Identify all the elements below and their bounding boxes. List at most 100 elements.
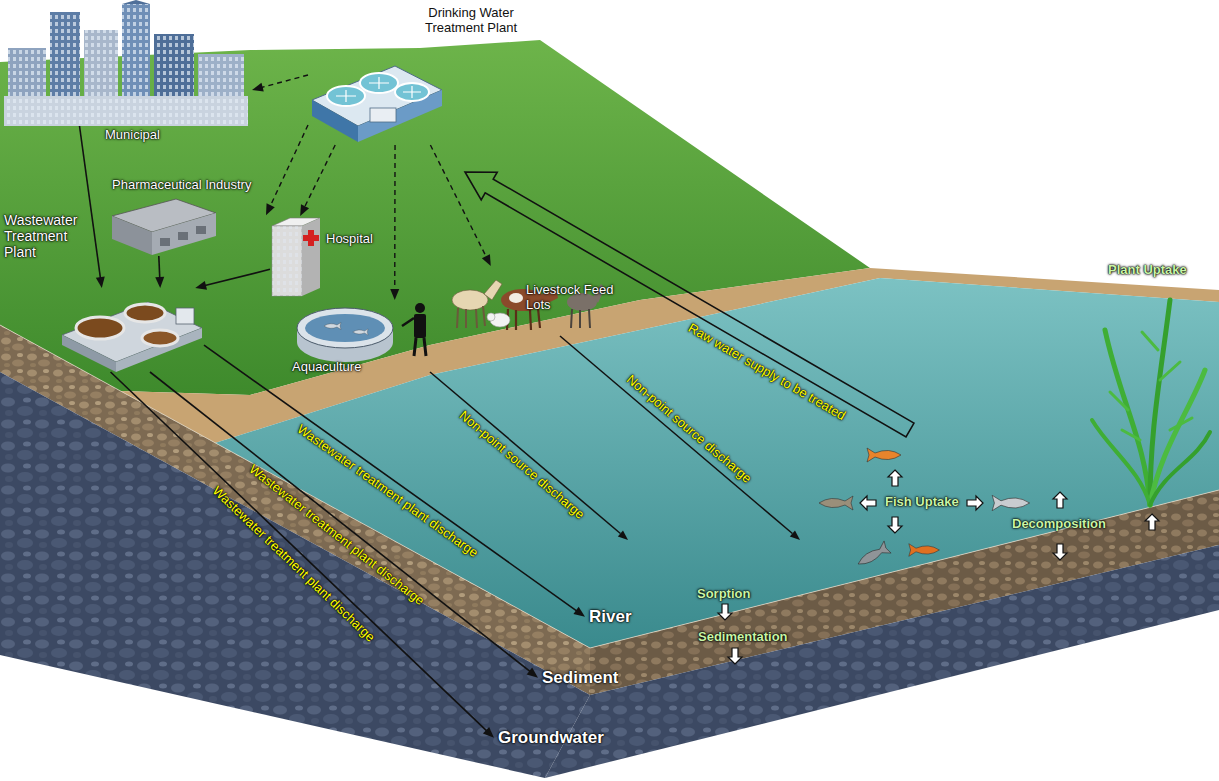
connector-line bbox=[304, 145, 335, 208]
flow-label: Raw water supply to be treated bbox=[685, 321, 848, 424]
facility-label: Livestock Feed Lots bbox=[526, 283, 636, 313]
process-label: Plant Uptake bbox=[1108, 263, 1187, 278]
livestock-animals-part bbox=[457, 306, 485, 328]
facility-label: Hospital bbox=[326, 232, 373, 247]
arrowhead bbox=[300, 204, 309, 216]
facility-node: Wastewater Treatment Plant bbox=[58, 288, 204, 372]
supply-connector bbox=[430, 145, 490, 266]
non-point-arrows-part bbox=[618, 530, 628, 540]
city-buildings-part bbox=[4, 96, 248, 126]
wastewater-plant-icon-part bbox=[125, 304, 165, 322]
connector-line bbox=[159, 256, 160, 279]
wastewater-plant-icon-part bbox=[76, 317, 124, 339]
facility-label: Aquaculture bbox=[292, 360, 361, 375]
livestock-animals-part bbox=[484, 280, 502, 300]
aquatic-plant-part bbox=[1105, 330, 1150, 505]
connector-line bbox=[80, 126, 101, 279]
flow-label: Non-point source discharge bbox=[623, 372, 754, 486]
aquatic-plant-part bbox=[1092, 420, 1150, 505]
aquaculture-tank bbox=[297, 303, 426, 362]
edge-label: Wastewater treatment plant discharge bbox=[294, 422, 481, 561]
arrowhead bbox=[573, 607, 585, 617]
process-arrows-part bbox=[718, 604, 732, 620]
arrowhead bbox=[483, 727, 494, 738]
treatment-plant-icon-part bbox=[370, 108, 396, 122]
hospital-building-part bbox=[272, 226, 302, 296]
treatment-plant-icon-part bbox=[336, 77, 421, 102]
facility-label: Drinking Water Treatment Plant bbox=[415, 6, 527, 36]
connector-line bbox=[204, 345, 578, 611]
facility-node: Drinking Water Treatment Plant bbox=[308, 45, 444, 145]
livestock-animals-part bbox=[509, 293, 523, 303]
facility-label: Municipal bbox=[105, 128, 160, 143]
wastewater-plant-icon-part bbox=[116, 328, 202, 372]
wastewater-plant-icon-part bbox=[142, 330, 178, 346]
pharmaceutical-building-part bbox=[178, 232, 188, 240]
fish-group bbox=[819, 448, 1030, 570]
discharge-connector bbox=[195, 269, 270, 289]
connector-line bbox=[261, 75, 308, 88]
arrowhead bbox=[252, 83, 264, 92]
aquatic-plant-part bbox=[1150, 432, 1210, 505]
aquaculture-tank-part bbox=[414, 314, 426, 338]
connector-line bbox=[430, 145, 486, 258]
process-label: Sorption bbox=[697, 587, 750, 602]
facility-label: Pharmaceutical Industry bbox=[112, 178, 251, 193]
wastewater-plant-icon bbox=[62, 302, 202, 372]
process-arrows-part bbox=[1053, 544, 1067, 560]
arrowhead bbox=[527, 667, 538, 677]
aquaculture-tank-part bbox=[305, 314, 385, 342]
layer-label: Groundwater bbox=[498, 728, 604, 748]
terrain bbox=[0, 40, 1219, 778]
aquatic-plant-part bbox=[1150, 370, 1205, 505]
terrain-part bbox=[0, 325, 1219, 648]
connector-line bbox=[204, 269, 270, 286]
pharmaceutical-building-part bbox=[196, 226, 206, 234]
arrowhead bbox=[390, 289, 399, 300]
process-arrows-part bbox=[1145, 514, 1159, 530]
process-label: Fish Uptake bbox=[885, 495, 959, 510]
layer-node: Groundwater bbox=[494, 727, 608, 749]
hospital-building-part bbox=[272, 226, 302, 296]
supply-connector bbox=[300, 145, 335, 216]
fish-group-part bbox=[909, 544, 940, 557]
connector-line bbox=[394, 145, 396, 291]
process-arrows-part bbox=[888, 470, 902, 486]
city-buildings-part bbox=[4, 96, 248, 126]
layer-node: River bbox=[585, 606, 636, 628]
process-label: Decomposition bbox=[1012, 517, 1106, 532]
fish-group-part bbox=[819, 496, 853, 510]
supply-connector bbox=[390, 145, 399, 300]
fish-group-part bbox=[867, 448, 901, 462]
layer-label: River bbox=[589, 607, 632, 627]
facility-node: Livestock Feed Lots bbox=[446, 266, 606, 332]
arrowhead bbox=[266, 203, 275, 215]
facility-node: Pharmaceutical Industry bbox=[106, 176, 266, 256]
pharmaceutical-building-part bbox=[112, 216, 152, 255]
discharge-connector bbox=[111, 372, 494, 738]
city-buildings bbox=[4, 0, 248, 126]
non-point-arrows-part bbox=[430, 372, 620, 534]
connector-line bbox=[111, 372, 488, 732]
terrain-part bbox=[545, 545, 1219, 778]
hospital-building bbox=[272, 218, 320, 296]
discharge-connector bbox=[155, 256, 164, 288]
city-buildings-part bbox=[122, 0, 150, 4]
aquaculture-tank-part bbox=[353, 329, 368, 335]
livestock-animals-part bbox=[487, 313, 495, 321]
wastewater-plant-icon-part bbox=[176, 308, 194, 324]
fish-group-part bbox=[855, 541, 891, 570]
arrowhead bbox=[195, 281, 207, 290]
facility-label: Wastewater Treatment Plant bbox=[4, 212, 96, 260]
facility-node: Municipal bbox=[2, 2, 252, 126]
arrowhead bbox=[482, 254, 491, 266]
aquaculture-tank-part bbox=[414, 338, 426, 356]
supply-connector bbox=[266, 125, 308, 215]
supply-connector bbox=[252, 75, 308, 92]
aquatic-plant-part bbox=[1110, 332, 1192, 440]
hospital-building-part bbox=[303, 235, 319, 241]
treatment-plant-icon bbox=[312, 66, 442, 142]
